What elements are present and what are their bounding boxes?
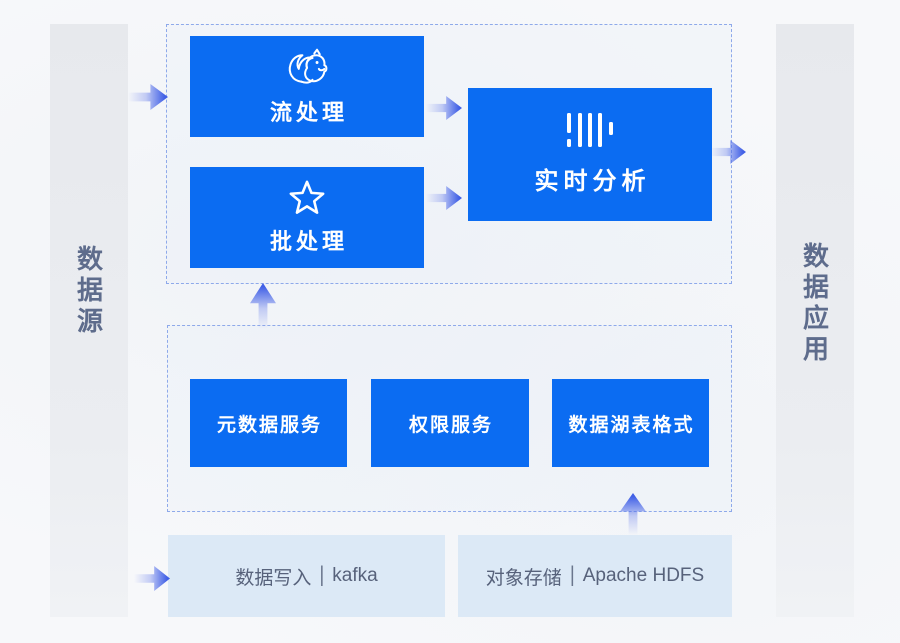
batch-processing-label: 批处理 [269,229,348,254]
separator-bar: | [569,563,575,588]
equalizer-bars-icon [566,113,614,147]
kafka-label: kafka [332,565,378,586]
realtime-analysis-box: 实时分析 [468,88,712,221]
star-icon [288,179,326,217]
permission-service-box: 权限服务 [371,379,529,467]
batch-processing-box: 批处理 [190,167,424,268]
data-source-band: 数据源 [50,24,128,617]
arrow-service-to-processing [250,283,276,329]
metadata-service-label: 元数据服务 [216,414,322,436]
data-application-label: 数据应用 [799,241,830,366]
data-ingest-label: 数据写入 [235,567,312,589]
metadata-service-box: 元数据服务 [190,379,347,467]
object-storage-label: 对象存储 [485,567,562,589]
stream-processing-label: 流处理 [269,99,348,125]
data-application-band: 数据应用 [776,24,854,617]
data-source-label: 数据源 [73,245,104,338]
data-ingest-kafka-box: 数据写入 | kafka [168,535,445,617]
stream-processing-box: 流处理 [190,36,424,137]
lake-table-format-label: 数据湖表格式 [568,414,695,436]
object-storage-hdfs-box: 对象存储 | Apache HDFS [458,535,732,617]
hdfs-label: Apache HDFS [582,565,705,586]
arrow-source-to-processing [128,84,168,110]
flink-squirrel-icon [283,47,331,89]
realtime-analysis-label: 实时分析 [534,168,651,195]
lake-table-format-box: 数据湖表格式 [552,379,709,467]
arrow-source-to-kafka [134,566,170,591]
permission-service-label: 权限服务 [408,414,493,436]
separator-bar: | [319,563,325,588]
